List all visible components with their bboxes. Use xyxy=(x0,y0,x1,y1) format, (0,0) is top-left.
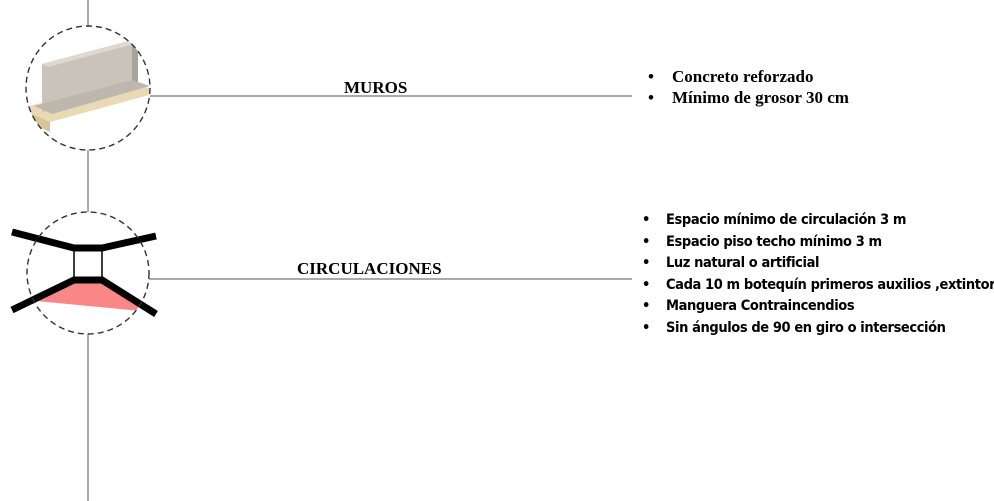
circulaciones-list: Espacio mínimo de circulación 3 m Espaci… xyxy=(640,210,994,339)
list-item: Manguera Contraincendios xyxy=(640,296,994,318)
muros-icon-frame xyxy=(25,25,151,151)
list-item: Mínimo de grosor 30 cm xyxy=(648,87,849,108)
muros-title: MUROS xyxy=(344,78,408,97)
list-item: Concreto reforzado xyxy=(648,66,849,87)
circulaciones-icon-frame xyxy=(26,211,150,335)
muros-list: Concreto reforzado Mínimo de grosor 30 c… xyxy=(648,66,849,108)
corridor-circulation-icon xyxy=(10,211,158,335)
list-item: Sin ángulos de 90 en giro o intersección xyxy=(640,318,994,340)
list-item: Luz natural o artificial xyxy=(640,253,994,275)
circulaciones-title: CIRCULACIONES xyxy=(297,259,442,278)
concrete-wall-icon xyxy=(25,25,151,151)
list-item: Espacio piso techo mínimo 3 m xyxy=(640,232,994,254)
list-item: Cada 10 m botequín primeros auxilios ,ex… xyxy=(640,275,994,297)
list-item: Espacio mínimo de circulación 3 m xyxy=(640,210,994,232)
